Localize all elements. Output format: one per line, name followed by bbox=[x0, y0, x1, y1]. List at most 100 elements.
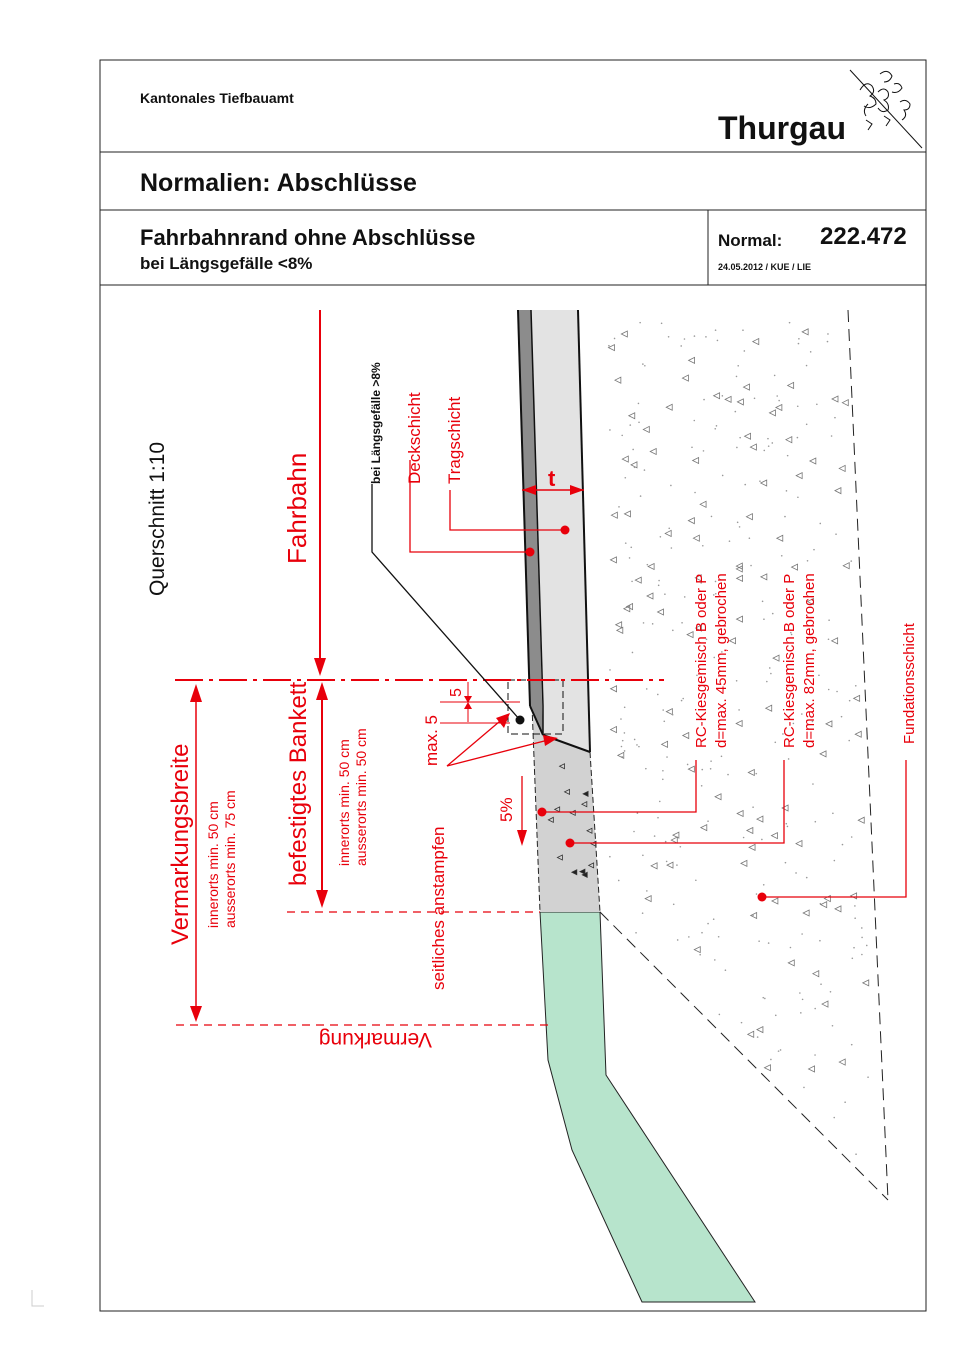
gravel-grain bbox=[670, 836, 678, 844]
gravel-dot bbox=[759, 480, 761, 482]
gravel-grain bbox=[660, 740, 669, 748]
gravel-dot bbox=[670, 547, 673, 549]
gravel-dot bbox=[762, 883, 765, 886]
rotated-labels: Querschnitt 1:10 Fahrbahn befestigtes Ba… bbox=[146, 362, 918, 1051]
gravel-dot bbox=[801, 713, 803, 715]
gravel-dot bbox=[735, 679, 738, 682]
gravel-dot bbox=[811, 587, 813, 590]
gravel-dot bbox=[623, 750, 626, 752]
gravel-grain bbox=[807, 1065, 815, 1073]
gravel-grain bbox=[691, 456, 700, 465]
gravel-dot bbox=[705, 638, 708, 641]
label-bankett-innerorts: innerorts min. 50 cm bbox=[336, 739, 352, 866]
gravel-dot bbox=[609, 429, 611, 431]
gravel-dot bbox=[644, 364, 646, 367]
gravel-dot bbox=[798, 337, 800, 340]
gravel-dot bbox=[827, 688, 830, 691]
gravel-dot bbox=[861, 936, 863, 939]
gravel-grain bbox=[831, 395, 839, 403]
gravel-grain bbox=[842, 562, 850, 570]
gravel-dot bbox=[660, 322, 663, 325]
gravel-grain bbox=[686, 630, 694, 639]
gravel-dot bbox=[836, 690, 838, 693]
gravel-grain bbox=[642, 425, 650, 434]
gravel-grain bbox=[649, 447, 657, 456]
gravel-dot bbox=[638, 745, 640, 748]
gravel-dot bbox=[813, 548, 815, 551]
gravel-dot bbox=[676, 864, 678, 866]
bankett-layer bbox=[531, 705, 601, 913]
gravel-grain bbox=[735, 719, 743, 728]
gravel-dot bbox=[860, 927, 863, 929]
gravel-dot bbox=[805, 423, 808, 426]
series-title: Normalien: Abschlüsse bbox=[140, 169, 417, 197]
gravel-grain bbox=[784, 436, 793, 444]
gravel-grain bbox=[745, 513, 753, 521]
gravel-dot bbox=[642, 854, 644, 857]
gravel-dot bbox=[710, 760, 712, 762]
gravel-dot bbox=[693, 419, 696, 422]
gravel-dot bbox=[710, 515, 713, 518]
gravel-dot bbox=[785, 822, 788, 825]
gravel-grain bbox=[650, 862, 658, 870]
gravel-dot bbox=[762, 996, 765, 999]
gravel-dot bbox=[641, 912, 644, 914]
label-fundation: Fundationsschicht bbox=[901, 622, 918, 744]
gravel-grain bbox=[666, 861, 674, 869]
gravel-dot bbox=[702, 450, 705, 452]
gravel-grain bbox=[861, 979, 870, 987]
gravel-dot bbox=[707, 820, 709, 822]
gravel-dot bbox=[756, 1036, 759, 1038]
gravel-dot bbox=[767, 942, 770, 944]
gravel-dot bbox=[728, 540, 731, 542]
gravel-dot bbox=[816, 403, 818, 406]
gravel-dot bbox=[770, 672, 772, 675]
gravel-grain bbox=[756, 1025, 764, 1034]
gravel-dot bbox=[680, 699, 683, 702]
gravel-dot bbox=[686, 763, 689, 766]
bankett-grain bbox=[563, 788, 570, 796]
gravel-dot bbox=[646, 563, 649, 566]
gravel-dot bbox=[713, 656, 716, 659]
gravel-dot bbox=[712, 918, 715, 921]
gravel-dot bbox=[833, 1116, 836, 1119]
gravel-dot bbox=[833, 859, 836, 862]
gravel-grain bbox=[811, 970, 820, 978]
gravel-dot bbox=[797, 496, 799, 499]
label-vermarkung: Vermarkung bbox=[319, 1028, 432, 1051]
gravel-dot bbox=[645, 688, 648, 690]
gravel-grain bbox=[748, 843, 756, 852]
normal-number: 222.472 bbox=[820, 223, 907, 250]
bankett-grain bbox=[556, 854, 563, 861]
gravel-grain bbox=[747, 768, 755, 777]
gravel-dot bbox=[801, 998, 804, 1001]
gravel-dot bbox=[694, 491, 696, 494]
gravel-dot bbox=[695, 879, 697, 882]
gravel-dot bbox=[801, 933, 803, 935]
gravel-dot bbox=[830, 435, 833, 437]
gravel-dot bbox=[814, 1007, 816, 1010]
bankett-grain bbox=[553, 806, 561, 813]
normal-label: Normal: bbox=[718, 231, 782, 250]
gravel-dot bbox=[624, 476, 627, 479]
gravel-dot bbox=[621, 434, 623, 437]
gravel-dot bbox=[771, 612, 774, 615]
gravel-grain bbox=[830, 637, 839, 645]
gravel-dot bbox=[705, 336, 707, 338]
gravel-dot bbox=[851, 957, 854, 960]
gravel-grain bbox=[609, 685, 617, 693]
gravel-grain bbox=[607, 343, 615, 352]
gravel-dot bbox=[753, 397, 756, 400]
label-tragschicht: Tragschicht bbox=[445, 396, 464, 484]
gravel-dot bbox=[631, 580, 633, 583]
label-rc45-line2: d=max. 45mm, gebrochen bbox=[713, 573, 730, 748]
gravel-dot bbox=[714, 428, 717, 430]
gravel-dot bbox=[865, 944, 868, 947]
gravel-dot bbox=[763, 618, 765, 621]
gravel-dot bbox=[800, 1012, 802, 1014]
gravel-dot bbox=[827, 333, 829, 335]
gravel-grain bbox=[834, 905, 842, 913]
gravel-dot bbox=[840, 715, 843, 718]
bankett-grain bbox=[547, 816, 554, 823]
